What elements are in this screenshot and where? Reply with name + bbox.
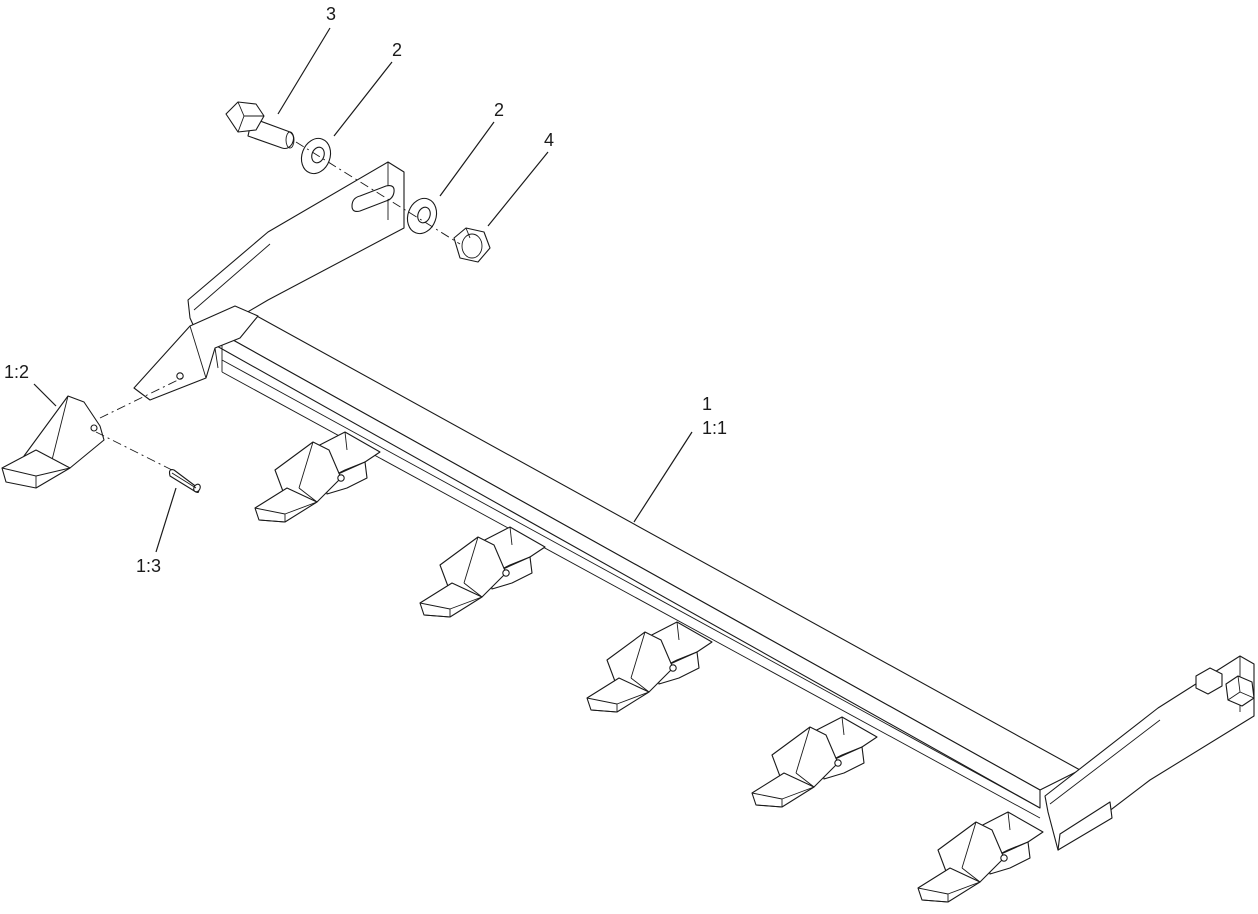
nut xyxy=(453,227,491,263)
leader-lines xyxy=(33,27,693,553)
callout-washer-upper: 2 xyxy=(392,40,402,60)
right-mount-bracket xyxy=(1044,655,1255,851)
tooth-5 xyxy=(917,811,1044,903)
callout-assembly: 1 xyxy=(702,394,712,414)
tooth-2 xyxy=(419,526,546,618)
callout-tooth: 1:2 xyxy=(4,362,29,382)
exploded-tooth xyxy=(1,395,105,489)
tooth-3 xyxy=(586,621,713,713)
callout-nut: 4 xyxy=(544,130,554,150)
tooth-bar xyxy=(214,314,1081,819)
left-end-adapter xyxy=(133,305,259,401)
tooth-1 xyxy=(254,431,381,523)
callout-bar: 1:1 xyxy=(702,418,727,438)
assembly-centerlines xyxy=(95,141,461,471)
washer-lower xyxy=(406,197,438,235)
callout-washer-lower: 2 xyxy=(494,100,504,120)
callout-bolt: 3 xyxy=(326,4,336,24)
roll-pin xyxy=(168,469,201,494)
callout-pin: 1:3 xyxy=(136,556,161,576)
callout-labels: 3 2 2 4 1:2 1:3 1 1:1 xyxy=(4,4,727,576)
tooth-4 xyxy=(751,716,878,808)
bolt xyxy=(225,101,295,150)
washer-upper xyxy=(300,137,332,175)
